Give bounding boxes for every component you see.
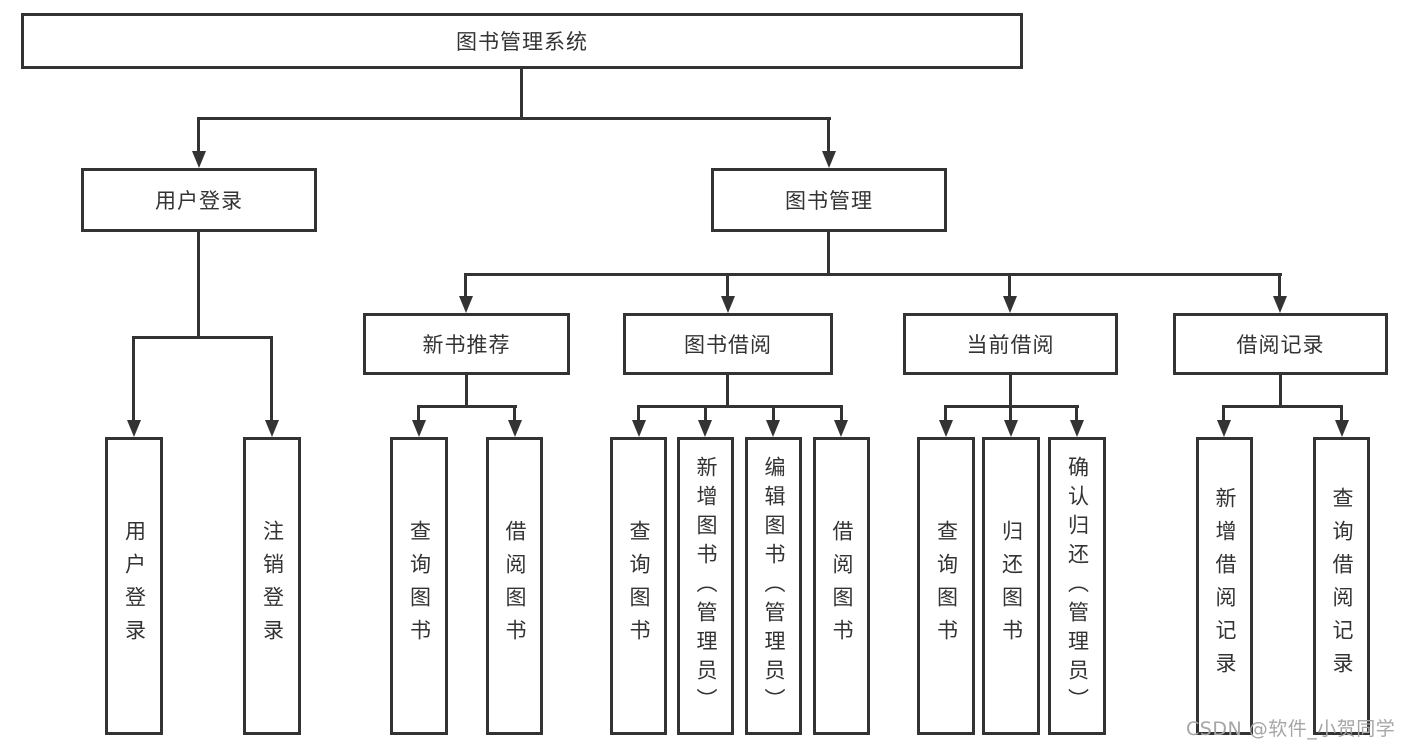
arrowhead-leaf [1004, 420, 1018, 437]
node-label: 当前借阅 [966, 333, 1055, 357]
leaf-label: 新增借阅记录 [1213, 487, 1237, 685]
arrowhead-leaf [508, 420, 522, 437]
node-new-book-recommendation: 新书推荐 [363, 313, 570, 375]
node-library-management-system: 图书管理系统 [21, 13, 1023, 69]
arrowhead-leaf [412, 420, 426, 437]
arrowhead-leaf [1070, 420, 1084, 437]
arrowhead-leaf [1217, 420, 1231, 437]
node-label: 借阅记录 [1236, 333, 1325, 357]
leaf-query-books-recommend: 查询图书 [390, 437, 448, 735]
connector-level2-bar [197, 117, 831, 120]
leaf-label: 查询图书 [627, 520, 651, 652]
leaf-label: 查询图书 [407, 520, 432, 652]
connector-new-book-bar [417, 405, 517, 408]
leaf-borrow-books: 借阅图书 [813, 437, 870, 735]
node-label: 用户登录 [155, 189, 243, 213]
arrowhead-leaf [1335, 420, 1349, 437]
leaf-add-books-admin: 新增图书（管理员） [677, 437, 734, 735]
node-label: 图书管理系统 [456, 30, 588, 54]
connector-user-login-stem [197, 232, 200, 339]
connector-book-management-stem [827, 232, 830, 276]
arrowhead-book-management [822, 151, 836, 168]
connector-drop-leaf [417, 405, 420, 421]
arrowhead-leaf-user-login [127, 420, 141, 437]
leaf-label: 借阅图书 [830, 520, 854, 652]
connector-root-stem [520, 69, 523, 118]
leaf-logout: 注销登录 [243, 437, 301, 735]
connector-drop-book-borrow [726, 273, 729, 297]
connector-drop-leaf-user-login [132, 336, 135, 421]
leaf-confirm-return-admin: 确认归还（管理员） [1048, 437, 1106, 735]
leaf-edit-books-admin: 编辑图书（管理员） [745, 437, 802, 735]
connector-drop-leaf-logout [270, 336, 273, 421]
connector-book-borrow-bar [637, 405, 843, 408]
node-label: 新书推荐 [422, 333, 511, 357]
connector-borrow-records-bar [1222, 405, 1343, 408]
arrowhead-leaf [632, 420, 646, 437]
arrowhead-leaf [834, 420, 848, 437]
leaf-query-books-borrow: 查询图书 [610, 437, 667, 735]
connector-drop-leaf [513, 405, 516, 421]
arrowhead-borrow-records [1273, 296, 1287, 313]
connector-user-login-bar [132, 336, 273, 339]
csdn-watermark: CSDN @软件_小贺同学 [1186, 718, 1396, 740]
connector-drop-leaf [944, 405, 947, 421]
leaf-label: 归还图书 [999, 520, 1024, 652]
connector-borrow-records-stem [1279, 375, 1282, 408]
connector-current-borrow-stem [1009, 375, 1012, 408]
leaf-label: 查询图书 [934, 520, 959, 652]
arrowhead-leaf [698, 420, 712, 437]
arrowhead-leaf [939, 420, 953, 437]
leaf-label: 查询借阅记录 [1330, 487, 1354, 685]
arrowhead-current-borrow [1003, 296, 1017, 313]
leaf-label: 借阅图书 [503, 520, 527, 652]
arrowhead-leaf-logout [265, 420, 279, 437]
leaf-user-login: 用户登录 [105, 437, 163, 735]
node-book-management: 图书管理 [711, 168, 947, 232]
node-book-borrowing: 图书借阅 [623, 313, 833, 375]
node-label: 图书借阅 [684, 333, 772, 357]
connector-book-borrow-stem [726, 375, 729, 408]
connector-drop-leaf [704, 405, 707, 421]
node-label: 图书管理 [785, 189, 873, 213]
leaf-label: 编辑图书（管理员） [762, 455, 786, 717]
connector-drop-borrow-records [1278, 273, 1281, 297]
connector-drop-leaf [840, 405, 843, 421]
connector-drop-current-borrow [1008, 273, 1011, 297]
connector-drop-leaf [1009, 405, 1012, 421]
connector-drop-user-login [197, 117, 200, 152]
connector-new-book-stem [465, 375, 468, 408]
connector-drop-leaf [637, 405, 640, 421]
node-user-login: 用户登录 [81, 168, 317, 232]
leaf-label: 用户登录 [122, 520, 147, 652]
leaf-query-borrow-record: 查询借阅记录 [1313, 437, 1370, 735]
connector-level3-bar [464, 273, 1282, 276]
connector-drop-leaf [1075, 405, 1078, 421]
leaf-borrow-books-recommend: 借阅图书 [486, 437, 543, 735]
arrowhead-new-book [459, 296, 473, 313]
leaf-return-books: 归还图书 [982, 437, 1040, 735]
node-borrowing-records: 借阅记录 [1173, 313, 1388, 375]
leaf-label: 新增图书（管理员） [694, 455, 718, 717]
leaf-add-borrow-record: 新增借阅记录 [1196, 437, 1253, 735]
arrowhead-book-borrow [721, 296, 735, 313]
leaf-label: 确认归还（管理员） [1065, 455, 1090, 717]
connector-drop-leaf [772, 405, 775, 421]
node-current-borrowing: 当前借阅 [903, 313, 1118, 375]
arrowhead-leaf [766, 420, 780, 437]
leaf-query-books-current: 查询图书 [917, 437, 975, 735]
connector-drop-new-book [464, 273, 467, 297]
connector-drop-leaf [1340, 405, 1343, 421]
connector-drop-book-management [827, 117, 830, 152]
leaf-label: 注销登录 [260, 520, 285, 652]
arrowhead-user-login [192, 151, 206, 168]
connector-drop-leaf [1222, 405, 1225, 421]
